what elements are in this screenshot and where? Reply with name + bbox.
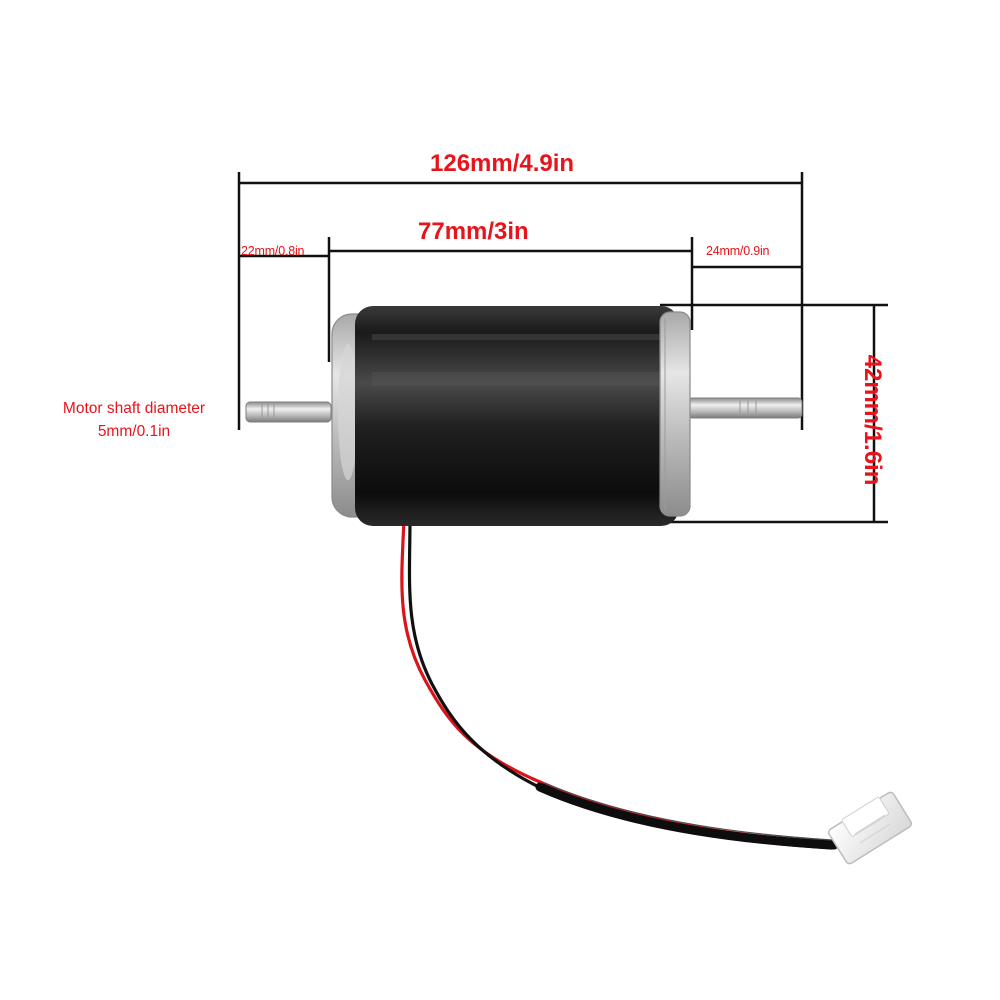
shaft-diameter-label: Motor shaft diameter 5mm/0.1in bbox=[20, 397, 248, 443]
right-shaft-length-label: 24mm/0.9in bbox=[706, 244, 770, 258]
wire-connector bbox=[827, 791, 913, 865]
left-shaft bbox=[245, 401, 332, 423]
diameter-label: 42mm/1.6in bbox=[859, 354, 886, 486]
dimension-lines bbox=[237, 172, 888, 524]
shaft-diameter-value: 5mm/0.1in bbox=[97, 423, 171, 440]
left-shaft-length-label: 22mm/0.8in bbox=[241, 244, 305, 258]
motor-wires bbox=[400, 516, 839, 850]
body-length-label: 77mm/3in bbox=[418, 218, 529, 245]
right-shaft bbox=[687, 397, 803, 419]
right-end-cap bbox=[659, 311, 691, 517]
shaft-diameter-title: Motor shaft diameter bbox=[62, 400, 206, 417]
total-length-label: 126mm/4.9in bbox=[430, 150, 575, 177]
motor-body bbox=[355, 306, 679, 526]
